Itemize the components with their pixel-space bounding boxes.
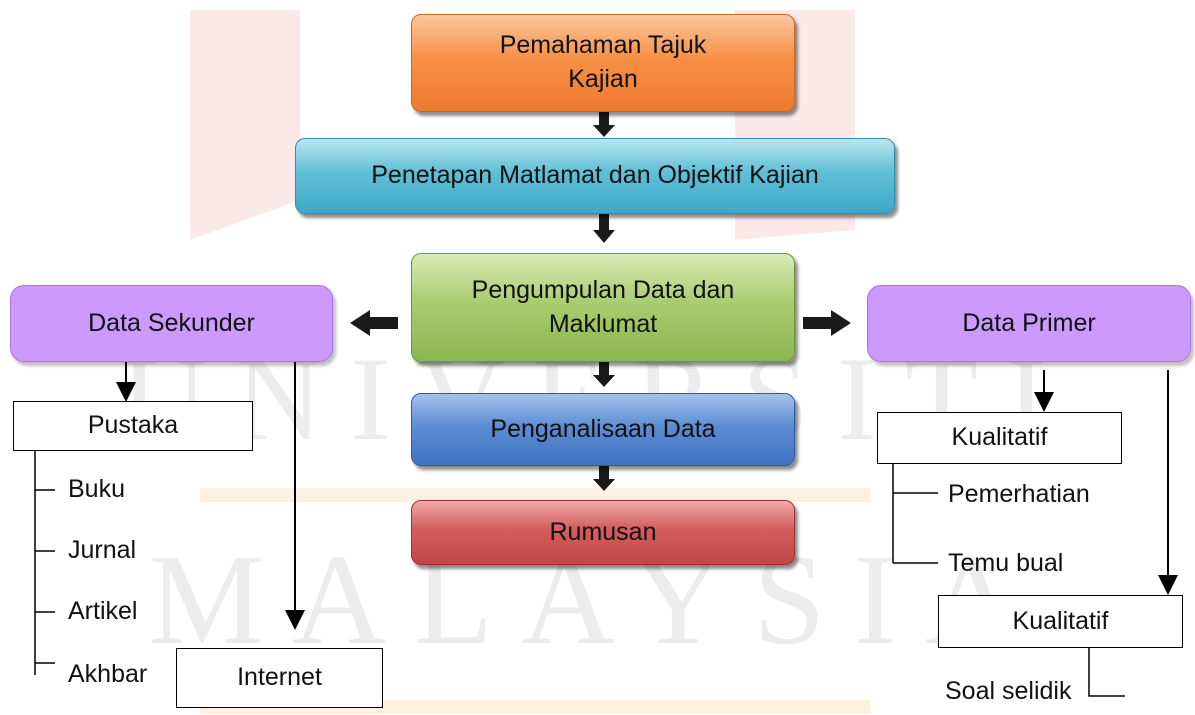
step-penetapan-matlamat: Penetapan Matlamat dan Objektif Kajian	[295, 138, 895, 214]
down-arrow-2	[593, 214, 615, 243]
item-artikel: Artikel	[68, 597, 138, 625]
data-primer-box: Data Primer	[867, 285, 1191, 362]
kualitatif-box-1: Kualitatif	[877, 412, 1122, 464]
item-soal-selidik: Soal selidik	[945, 677, 1072, 705]
step-pemahaman-label: Pemahaman Tajuk Kajian	[499, 31, 707, 93]
step-penetapan-label: Penetapan Matlamat dan Objektif Kajian	[371, 161, 819, 190]
data-primer-label: Data Primer	[962, 308, 1096, 337]
item-buku: Buku	[68, 475, 125, 503]
step-pemahaman-tajuk: Pemahaman Tajuk Kajian	[411, 14, 795, 112]
internet-label: Internet	[237, 663, 322, 692]
step-rumusan: Rumusan	[411, 500, 795, 565]
pustaka-box: Pustaka	[13, 401, 253, 451]
down-arrow-3	[593, 362, 615, 387]
step-penganalisaan-label: Penganalisaan Data	[490, 414, 716, 443]
item-temu-bual: Temu bual	[948, 549, 1064, 577]
kualitatif-label-1: Kualitatif	[951, 423, 1048, 452]
item-jurnal: Jurnal	[68, 536, 137, 564]
down-arrow-1	[593, 112, 615, 137]
kualitatif-box-2: Kualitatif	[938, 595, 1183, 648]
data-sekunder-label: Data Sekunder	[88, 308, 255, 337]
right-arrow	[803, 310, 851, 336]
kualitatif-label-2: Kualitatif	[1012, 606, 1109, 635]
internet-box: Internet	[176, 648, 383, 708]
item-pemerhatian: Pemerhatian	[948, 480, 1090, 508]
center-arrows	[350, 112, 851, 491]
item-akhbar: Akhbar	[68, 660, 148, 688]
step-penganalisaan-data: Penganalisaan Data	[411, 393, 795, 466]
data-sekunder-box: Data Sekunder	[10, 285, 333, 362]
left-arrow	[350, 310, 398, 336]
step-rumusan-label: Rumusan	[549, 517, 657, 546]
pustaka-label: Pustaka	[87, 411, 179, 440]
step-pengumpulan-label: Pengumpulan Data dan Maklumat	[471, 275, 735, 338]
down-arrow-4	[593, 466, 615, 491]
step-pengumpulan-data: Pengumpulan Data dan Maklumat	[411, 253, 795, 362]
